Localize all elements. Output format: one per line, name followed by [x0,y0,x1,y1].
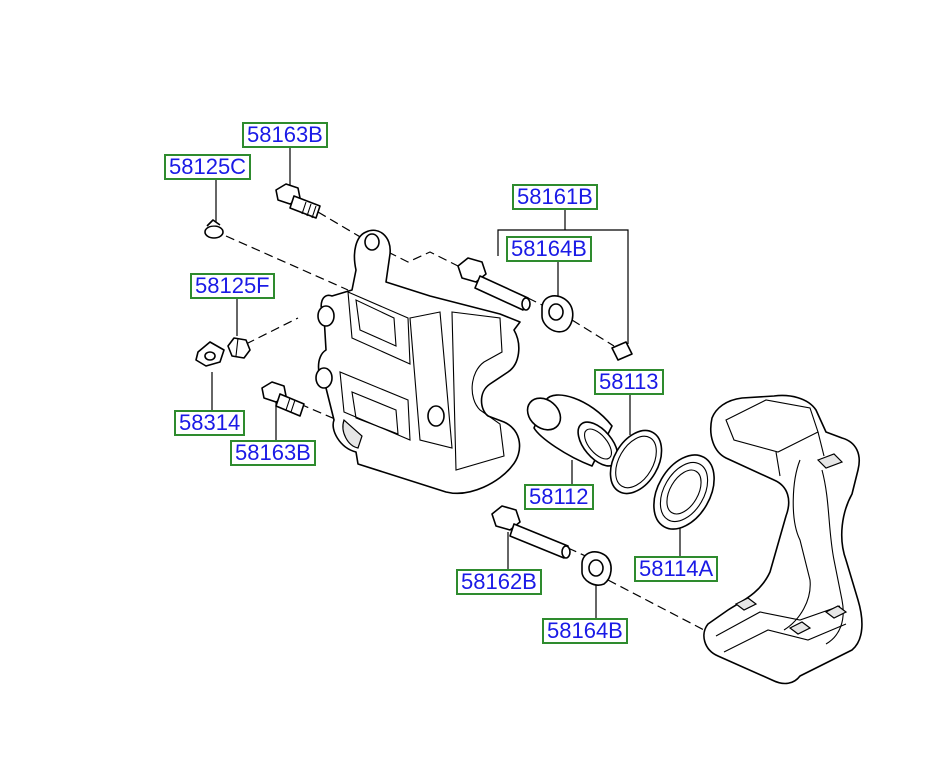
boot-58164B-bottom [581,551,612,586]
cap-58125C [204,219,224,239]
guide-pin-58161B [457,257,531,311]
seal-58113 [609,429,663,495]
carrier-bracket [703,394,863,685]
part-label-58113[interactable]: 58113 [594,369,664,395]
boot-58164B-top [541,295,574,333]
part-label-58162B[interactable]: 58162B [456,569,542,595]
part-label-58164B-top[interactable]: 58164B [506,236,592,262]
bolt-58163B-top [275,183,321,219]
bleeder-58125F [227,337,251,359]
bushing-small [611,341,633,361]
part-label-58125F[interactable]: 58125F [190,273,275,299]
dust-boot-58114A [653,454,715,530]
part-label-58112[interactable]: 58112 [524,484,594,510]
bolt-58163B-bottom [261,381,305,417]
caliper-housing [315,229,521,495]
part-label-58163B-bottom[interactable]: 58163B [230,440,316,466]
part-label-58161B[interactable]: 58161B [512,184,598,210]
piston-58112 [526,394,619,467]
guide-pin-58162B [491,505,571,559]
clip-58314 [195,341,225,367]
part-label-58314[interactable]: 58314 [174,410,246,436]
part-label-58164B-bottom[interactable]: 58164B [542,618,628,644]
part-label-58114A[interactable]: 58114A [634,556,719,582]
part-label-58163B-top[interactable]: 58163B [242,122,328,148]
part-label-58125C[interactable]: 58125C [164,154,252,180]
